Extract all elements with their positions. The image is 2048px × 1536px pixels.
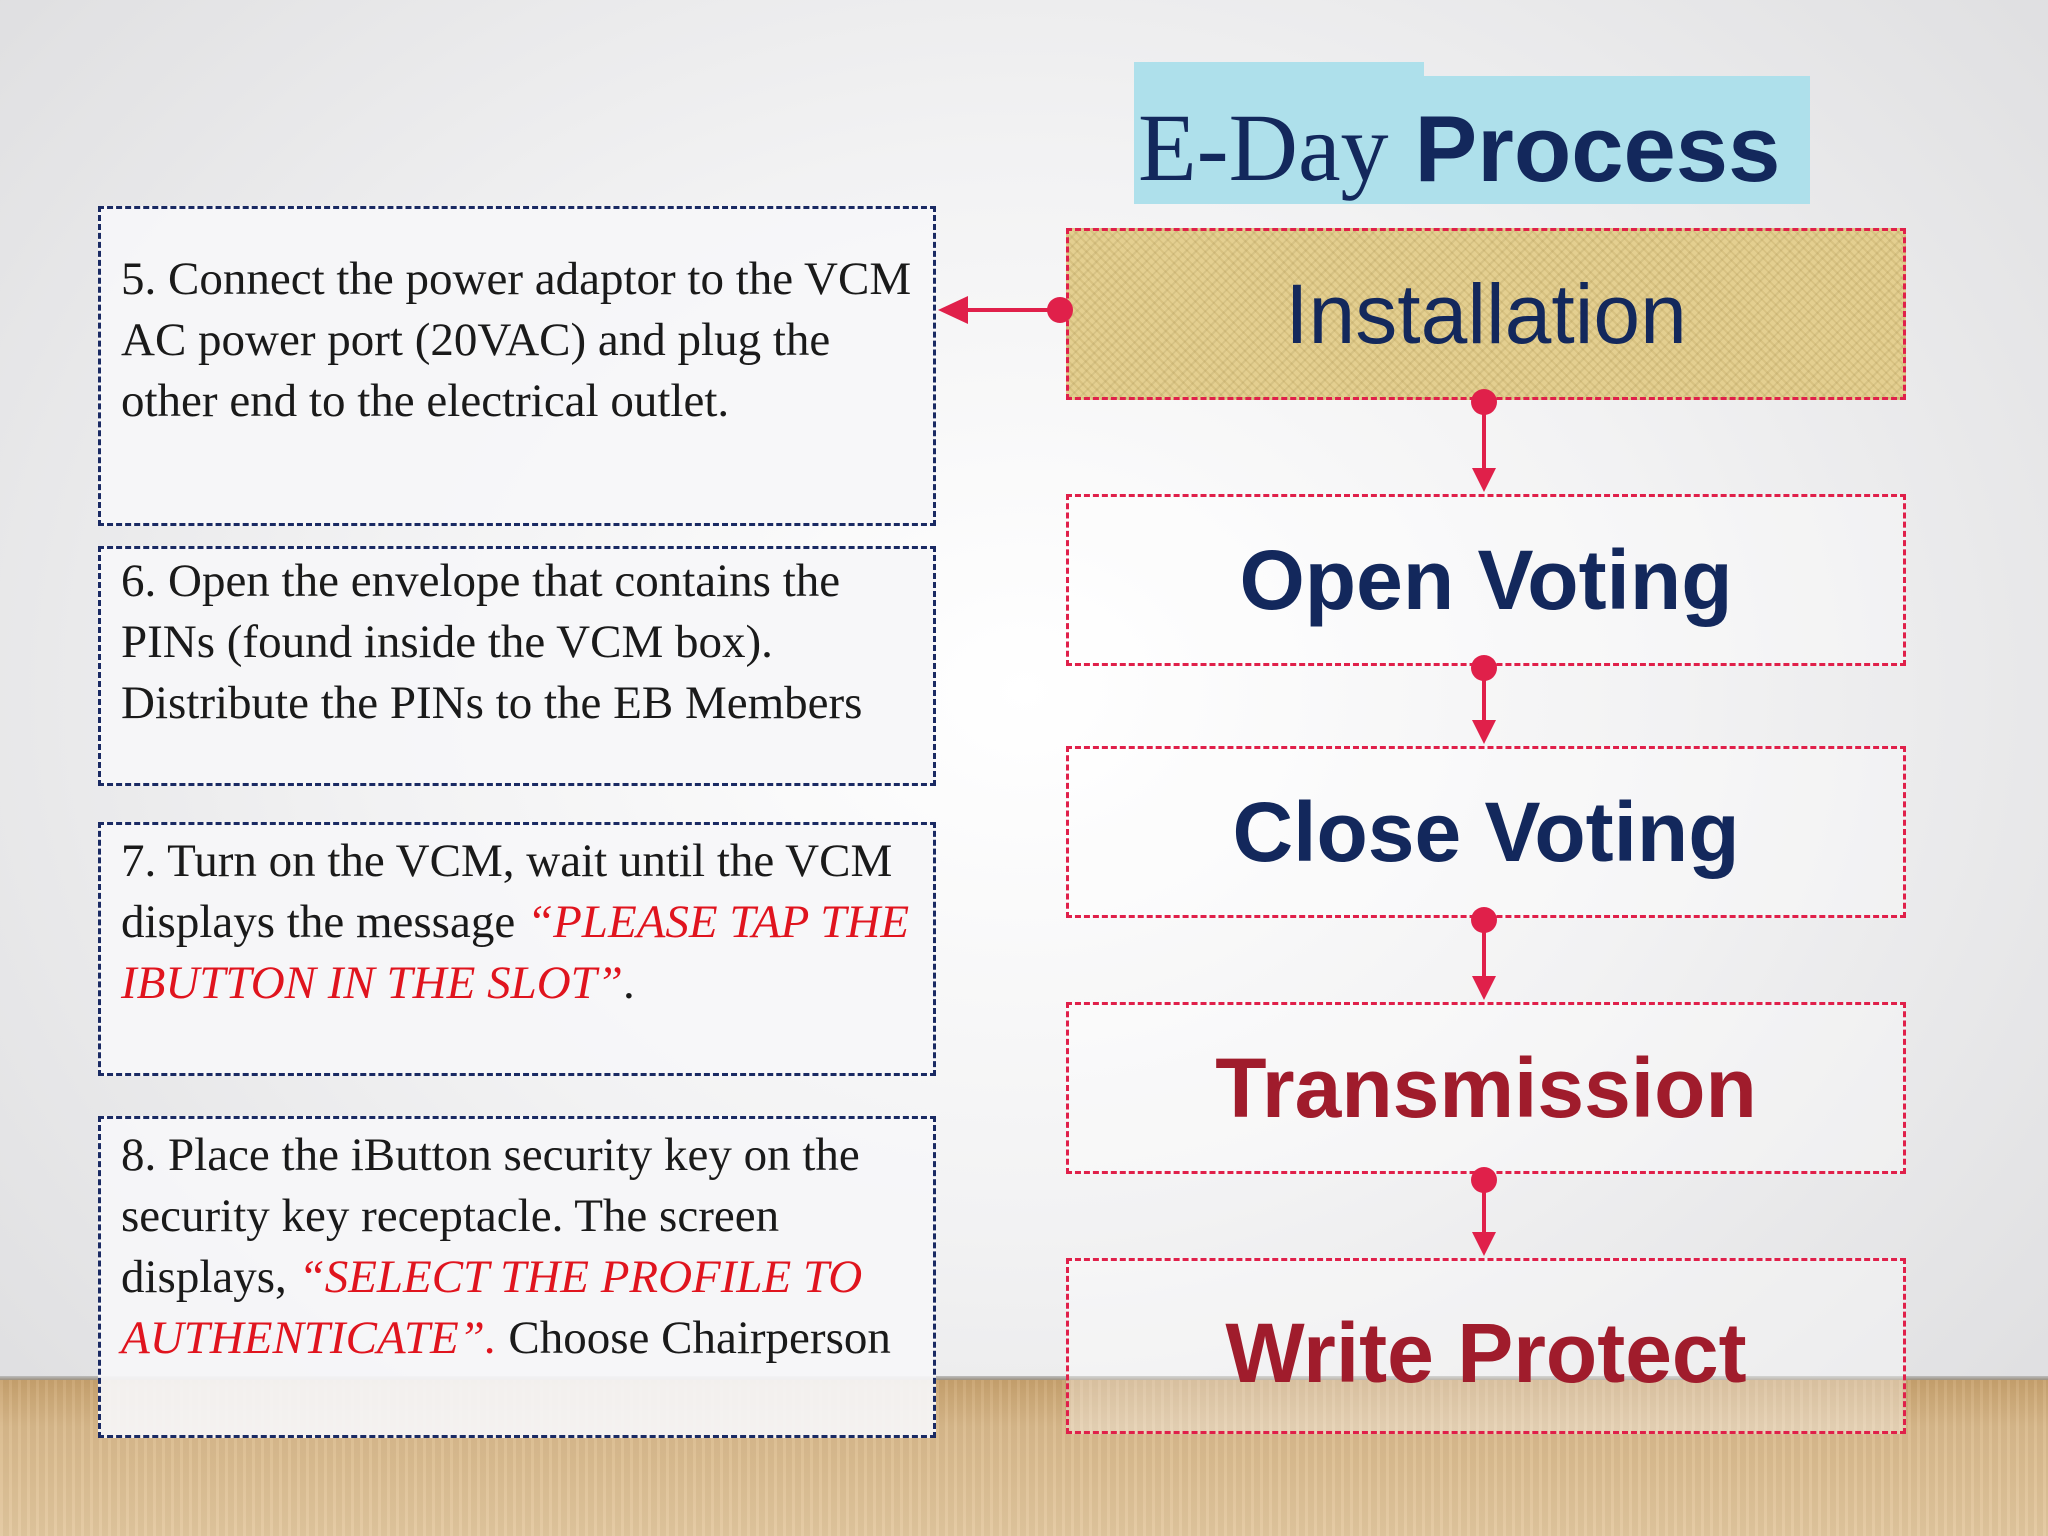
process-open-voting-label: Open Voting [1239,532,1733,627]
step-7-box: 7. Turn on the VCM, wait until the VCM d… [98,822,936,1076]
connector-open-voting-to-close-voting [1471,655,1497,744]
floor-edge [0,1376,2048,1382]
process-open-voting: Open Voting [1066,494,1906,666]
process-installation-label: Installation [1285,266,1687,361]
step-8-text: 8. Place the iButton security key on the… [121,1129,860,1303]
connector-installation-to-open-voting [1471,389,1497,492]
slide-title: E-Day Process [1134,62,1811,204]
connector-installation-to-step5 [938,296,1073,324]
process-close-voting-label: Close Voting [1232,784,1740,879]
connector-transmission-to-write-protect [1471,1167,1497,1256]
step-8-box: 8. Place the iButton security key on the… [98,1116,936,1438]
step-5-text: 5. Connect the power adaptor to the VCM … [121,253,912,427]
title-word-eday: E-Day [1138,94,1389,201]
step-7-text: 7. Turn on the VCM, wait until the VCM d… [121,835,893,948]
title-word-process: Process [1414,96,1781,201]
connector-close-voting-to-transmission [1471,907,1497,1000]
process-close-voting: Close Voting [1066,746,1906,918]
process-write-protect: Write Protect [1066,1258,1906,1434]
process-transmission: Transmission [1066,1002,1906,1174]
step-7-end: . [622,957,635,1009]
step-8-end: Choose Chairperson [496,1312,891,1364]
process-transmission-label: Transmission [1215,1040,1757,1135]
step-6-text: 6. Open the envelope that contains the P… [121,555,863,729]
process-installation: Installation [1066,228,1906,400]
step-5-box: 5. Connect the power adaptor to the VCM … [98,206,936,526]
step-7-message: “PLEASE TAP THE IBUTTON IN THE SLOT” [121,896,910,1009]
process-write-protect-label: Write Protect [1225,1306,1747,1400]
step-8-message: “SELECT THE PROFILE TO AUTHENTICATE”. [121,1251,863,1364]
step-6-box: 6. Open the envelope that contains the P… [98,546,936,786]
